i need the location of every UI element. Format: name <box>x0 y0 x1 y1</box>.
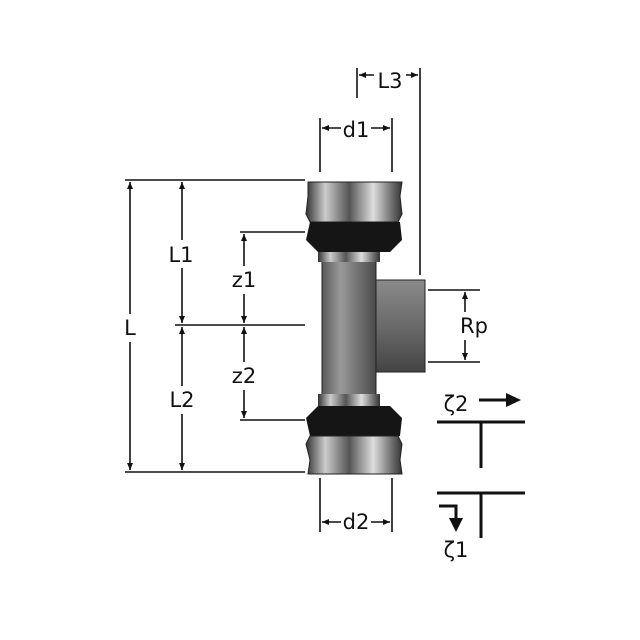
fitting-body <box>305 181 426 475</box>
label-z1: z1 <box>232 268 256 292</box>
zeta1-branch-symbol: ζ1 <box>437 491 525 562</box>
label-z2: z2 <box>232 364 256 388</box>
label-L: L <box>124 316 136 340</box>
label-L3: L3 <box>377 69 402 93</box>
label-zeta2: ζ2 <box>444 392 469 416</box>
label-d1: d1 <box>343 118 370 142</box>
label-Rp: Rp <box>460 314 488 338</box>
label-zeta1: ζ1 <box>444 538 469 562</box>
label-L1: L1 <box>168 243 193 267</box>
zeta2-branch-symbol: ζ2 <box>437 392 525 468</box>
extension-lines <box>125 68 480 532</box>
label-d2: d2 <box>343 510 370 534</box>
label-L2: L2 <box>169 388 194 412</box>
